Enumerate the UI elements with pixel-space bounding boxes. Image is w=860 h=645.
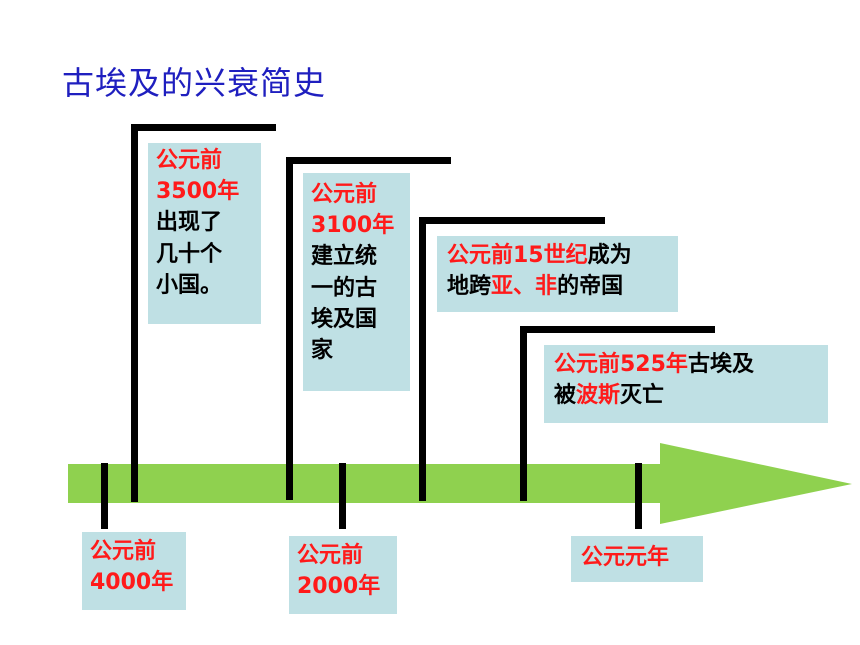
event-date: 公元前 — [311, 182, 378, 207]
tick-label-ad1: 公元元年 — [571, 536, 703, 582]
tick-label-line: 2000年 — [297, 574, 381, 600]
tick-label-2000bc: 公元前 2000年 — [289, 536, 397, 614]
event-text: 地跨 — [447, 274, 492, 300]
event-text: 小国。 — [156, 272, 223, 298]
event-keyword-persia: 波斯 — [576, 383, 621, 409]
tick-label-line: 公元前 — [90, 539, 157, 564]
event-keyword-asia: 亚 — [491, 274, 514, 300]
event-text: 建立统 — [311, 244, 378, 270]
event-text: 出现了 — [156, 210, 223, 236]
event-text: 一的古 — [311, 275, 378, 301]
page-title: 古埃及的兴衰简史 — [62, 64, 327, 102]
event-date: 公元前525年 — [554, 352, 688, 377]
tick-label-4000bc: 公元前 4000年 — [82, 532, 186, 610]
event-line-525bc — [520, 326, 527, 501]
event-date: 公元前 — [156, 148, 223, 173]
event-box-3500bc: 公元前 3500年 出现了 几十个 小国。 — [148, 143, 261, 324]
event-line-3500bc — [131, 124, 138, 502]
tick-mark-2000bc — [339, 463, 346, 529]
event-text: 古埃及 — [687, 352, 754, 377]
event-year: 3500年 — [156, 179, 240, 205]
event-text: 被 — [554, 383, 577, 409]
event-text: 几十个 — [156, 241, 223, 267]
event-keyword-africa: 非 — [535, 274, 558, 300]
event-cap-3500bc — [131, 124, 276, 131]
event-year: 3100年 — [311, 213, 395, 239]
event-text: 家 — [311, 338, 334, 364]
tick-mark-4000bc — [101, 463, 108, 529]
event-separator: 、 — [513, 274, 536, 300]
event-date: 公元前15世纪 — [447, 243, 588, 268]
event-cap-3100bc — [286, 157, 451, 164]
tick-label-line: 4000年 — [90, 570, 174, 596]
event-box-3100bc: 公元前 3100年 建立统 一的古 埃及国 家 — [303, 173, 410, 391]
event-cap-15c-bc — [419, 217, 605, 224]
tick-label-line: 公元元年 — [581, 545, 670, 570]
event-cap-525bc — [520, 326, 715, 333]
event-text: 的帝国 — [557, 274, 624, 300]
event-text: 埃及国 — [311, 306, 378, 332]
tick-mark-ad1 — [635, 463, 642, 529]
event-box-525bc: 公元前525年古埃及 被波斯灭亡 — [544, 345, 828, 423]
event-line-3100bc — [286, 157, 293, 500]
event-line-15c-bc — [419, 217, 426, 501]
event-box-15c-bc: 公元前15世纪成为 地跨亚、非的帝国 — [437, 236, 678, 312]
tick-label-line: 公元前 — [297, 543, 364, 568]
event-text: 灭亡 — [620, 383, 665, 409]
event-text: 成为 — [587, 243, 632, 268]
